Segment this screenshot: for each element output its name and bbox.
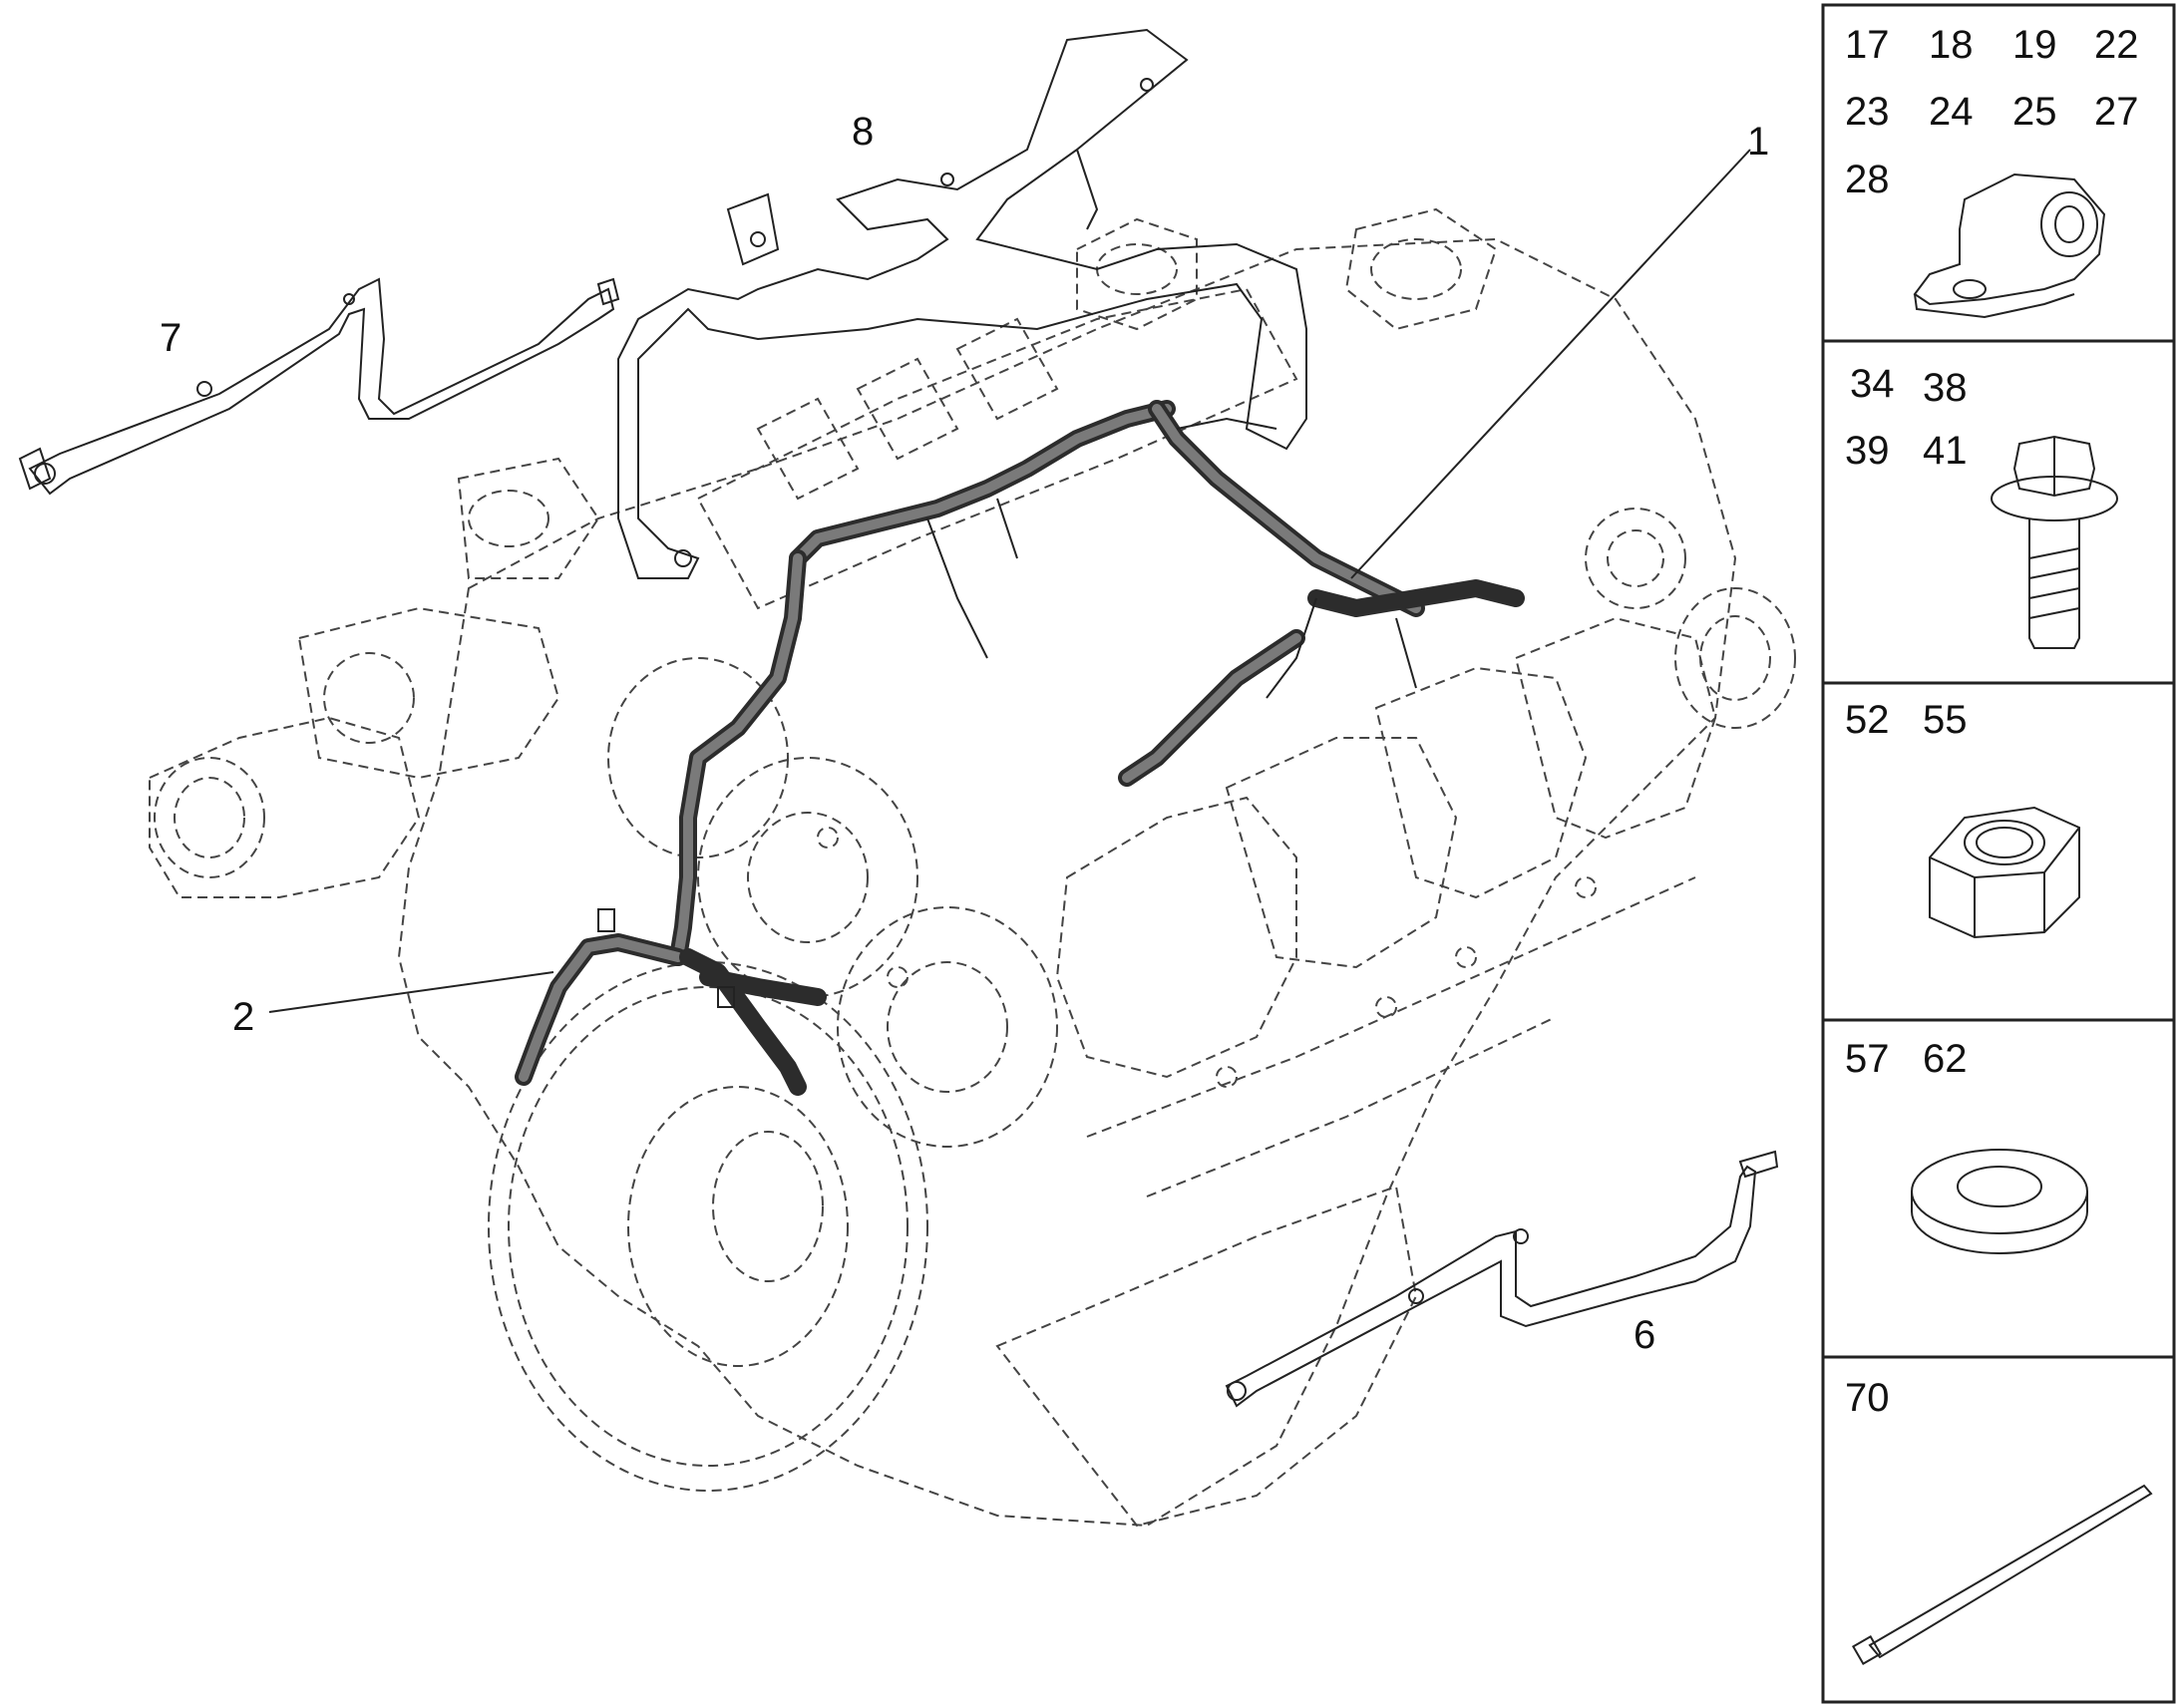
legend-number: 55 xyxy=(1923,698,1968,742)
callout-7: 7 xyxy=(160,316,182,360)
bracket-6 xyxy=(1225,1150,1779,1408)
legend-number: 39 xyxy=(1845,429,1890,473)
bracket-8 xyxy=(617,28,1307,579)
callout-1: 1 xyxy=(1747,120,1769,164)
legend-number: 18 xyxy=(1929,23,1974,67)
cable-tie-icon xyxy=(1851,1484,2153,1666)
legend-number: 62 xyxy=(1923,1037,1968,1081)
washer-icon xyxy=(1911,1149,2088,1254)
callout-6: 6 xyxy=(1634,1313,1655,1357)
hex-nut-icon xyxy=(1929,806,2080,939)
callout-leaders xyxy=(268,149,1751,1013)
callout-8: 8 xyxy=(852,110,874,154)
legend-number: 38 xyxy=(1923,366,1968,410)
legend-number: 70 xyxy=(1845,1376,1890,1420)
p-clip-icon xyxy=(1913,172,2106,319)
legend-cell-bolts: 34 38 39 41 xyxy=(1845,362,2118,649)
legend-number: 23 xyxy=(1845,90,1890,134)
legend-number: 34 xyxy=(1850,362,1895,406)
legend-cell-nuts: 52 55 xyxy=(1845,698,2080,939)
legend-cell-washers: 57 62 xyxy=(1845,1037,2088,1254)
hardware-legend-panel: 17 18 19 22 23 24 25 27 28 34 38 39 41 xyxy=(1821,3,2176,1704)
legend-number: 27 xyxy=(2094,90,2139,134)
flange-bolt-icon xyxy=(1991,435,2118,649)
legend-cell-clips: 17 18 19 22 23 24 25 27 28 xyxy=(1845,23,2139,319)
callout-2: 2 xyxy=(232,995,254,1039)
legend-number: 25 xyxy=(2012,90,2057,134)
legend-number: 24 xyxy=(1929,90,1974,134)
legend-number: 22 xyxy=(2094,23,2139,67)
bracket-7 xyxy=(18,277,620,496)
legend-number: 28 xyxy=(1845,158,1890,201)
legend-number: 41 xyxy=(1923,429,1968,473)
wiring-harness-1 xyxy=(789,400,1525,787)
legend-number: 17 xyxy=(1845,23,1890,67)
legend-cell-cable-ties: 70 xyxy=(1845,1376,2153,1666)
engine-block-outline xyxy=(149,207,1796,1528)
legend-number: 57 xyxy=(1845,1037,1890,1081)
wiring-harness-2 xyxy=(515,549,827,1096)
legend-number: 52 xyxy=(1845,698,1890,742)
legend-number: 19 xyxy=(2012,23,2057,67)
